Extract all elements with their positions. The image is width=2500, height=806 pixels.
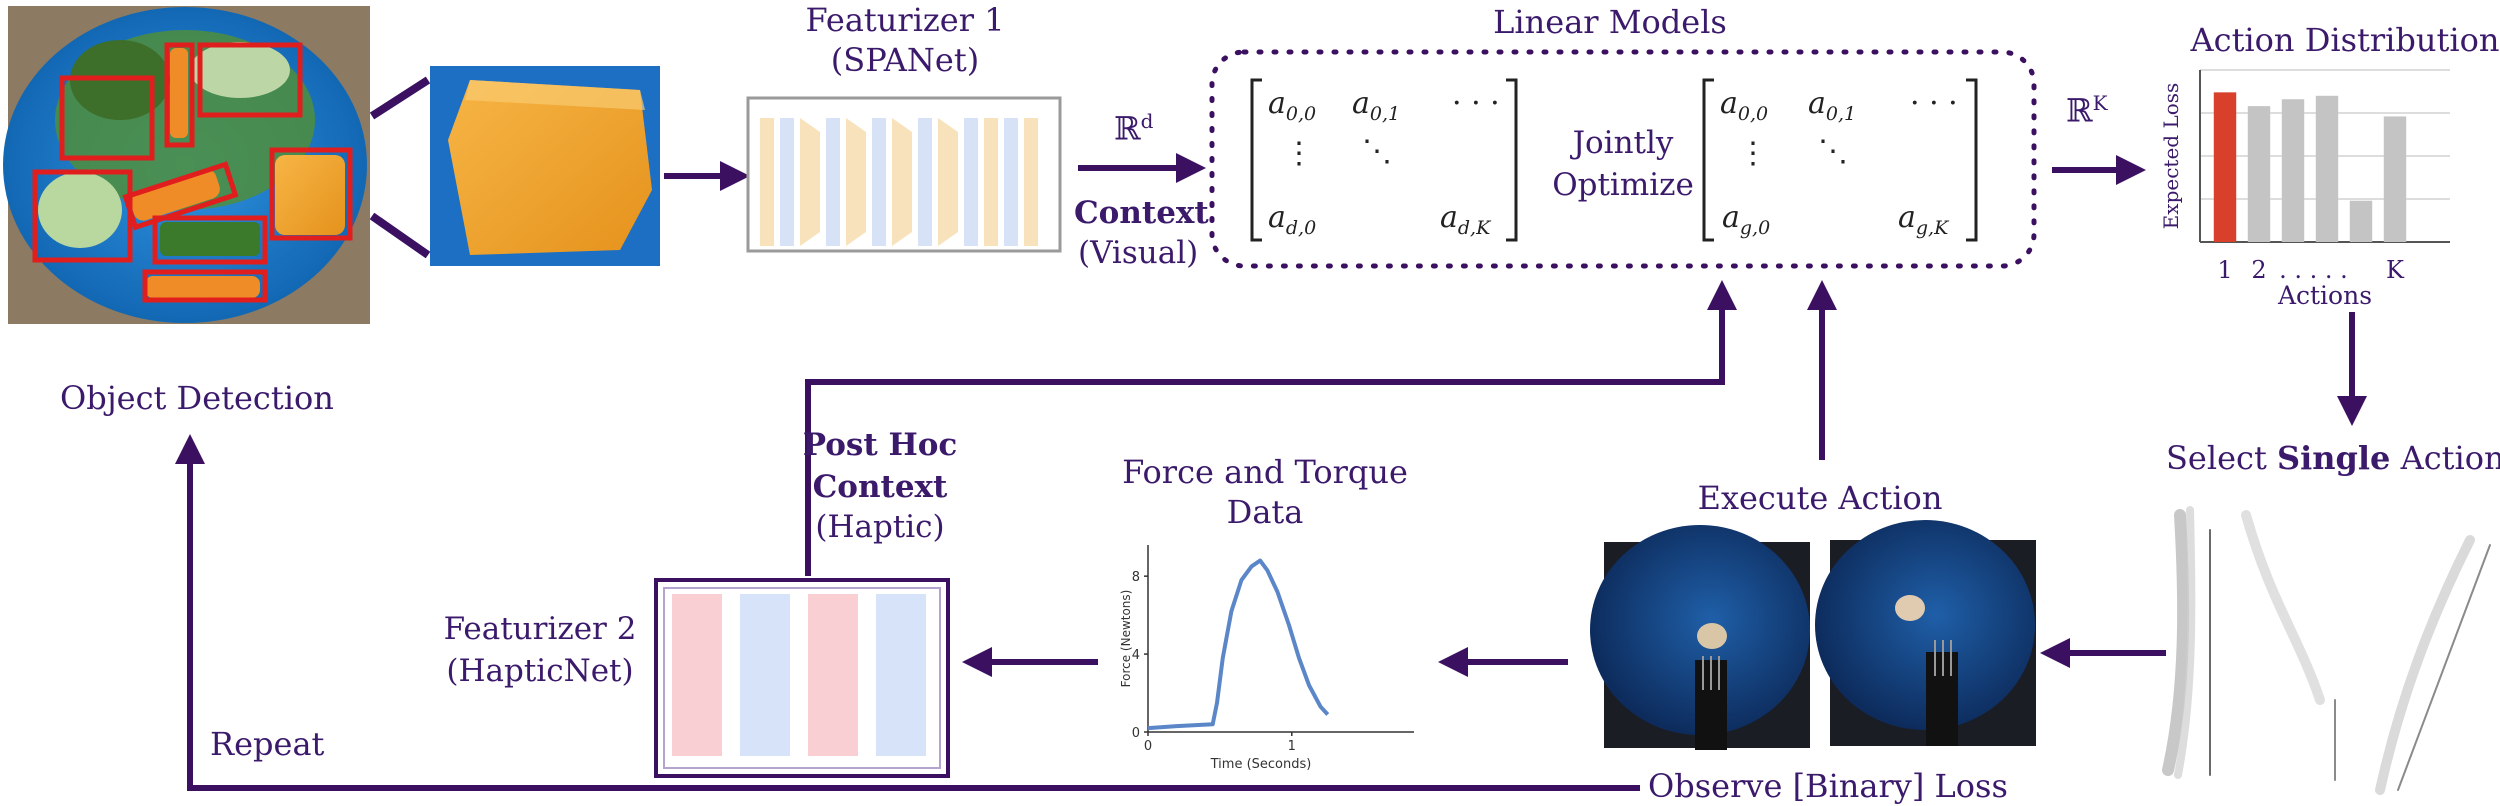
linear-models-box bbox=[1209, 49, 2037, 269]
optimize-label: Optimize bbox=[1552, 167, 1694, 203]
zoom-line-bottom bbox=[369, 212, 431, 259]
force-xlabel: Time (Seconds) bbox=[1210, 757, 1312, 772]
featurizer1-network bbox=[746, 96, 1062, 253]
m1-a01: a0,1 bbox=[1352, 86, 1401, 125]
m1-adk: ad,K bbox=[1440, 200, 1491, 239]
select-action-label: Select Single Action bbox=[2166, 439, 2500, 477]
action-distribution-title: Action Distribution bbox=[2190, 21, 2500, 59]
m2-ag0: ag,0 bbox=[1722, 200, 1771, 239]
featurizer1-title: Featurizer 1 bbox=[805, 1, 1005, 39]
featurizer2-title: Featurizer 2 bbox=[443, 611, 637, 647]
arrow-posthoc-to-models bbox=[805, 280, 1737, 576]
visual-label: (Visual) bbox=[1078, 235, 1199, 271]
force-ytick-label: 8 bbox=[1132, 570, 1140, 585]
force-ylabel: Force (Newtons) bbox=[1119, 590, 1133, 688]
linear-models-title: Linear Models bbox=[1493, 3, 1727, 41]
force-xtick-label: 1 bbox=[1288, 739, 1296, 754]
bar-tick-label: . . . . . bbox=[2279, 256, 2348, 284]
context-label: Context bbox=[1074, 195, 1209, 231]
featurizer1-subtitle: (SPANet) bbox=[830, 41, 980, 79]
bar-1 bbox=[2213, 92, 2237, 242]
matrix-brackets bbox=[1250, 78, 1978, 242]
bar-tick-label: K bbox=[2386, 256, 2405, 284]
force-ytick-label: 0 bbox=[1132, 726, 1140, 741]
m2-vdots: ⋮ bbox=[1738, 136, 1768, 171]
object-detection-label: Object Detection bbox=[60, 379, 334, 417]
bar-tick-label: 1 bbox=[2217, 256, 2232, 284]
force-torque-title-1: Force and Torque bbox=[1122, 453, 1408, 491]
food-plate-image bbox=[3, 6, 370, 324]
bar-3 bbox=[2281, 99, 2305, 243]
robot-execute-images bbox=[1590, 520, 2036, 750]
m1-hdots: · · · bbox=[1452, 86, 1500, 121]
jointly-label: Jointly bbox=[1572, 125, 1674, 161]
m2-hdots: · · · bbox=[1910, 86, 1958, 121]
bar-5 bbox=[2349, 200, 2373, 242]
bar-tick-label: 2 bbox=[2251, 256, 2266, 284]
haptic-label: (Haptic) bbox=[815, 509, 945, 545]
m2-a01: a0,1 bbox=[1808, 86, 1857, 125]
cropped-food-image bbox=[430, 66, 660, 266]
arrow-repeat-loop bbox=[175, 434, 1640, 791]
m1-ad0: ad,0 bbox=[1268, 200, 1317, 239]
m1-vdots: ⋮ bbox=[1284, 136, 1314, 171]
force-ytick-label: 4 bbox=[1132, 648, 1140, 663]
post-hoc-label: Post Hoc bbox=[802, 427, 958, 463]
repeat-label: Repeat bbox=[210, 725, 325, 763]
force-torque-title-2: Data bbox=[1226, 493, 1304, 531]
m2-ddots: ⋱ bbox=[1818, 134, 1848, 169]
featurizer2-subtitle: (HapticNet) bbox=[446, 653, 634, 689]
m1-ddots: ⋱ bbox=[1362, 134, 1392, 169]
bar-2 bbox=[2247, 106, 2271, 243]
zoom-line-top bbox=[369, 76, 431, 120]
force-line bbox=[1147, 558, 1330, 731]
rk-label: ℝK bbox=[2066, 91, 2108, 130]
post-hoc-context-label: Context bbox=[812, 469, 948, 505]
bar-4 bbox=[2315, 95, 2339, 242]
execute-action-label: Execute Action bbox=[1697, 479, 1943, 517]
rd-label: ℝd bbox=[1114, 109, 1154, 148]
bar-xlabel: Actions bbox=[2277, 281, 2372, 310]
m2-agk: ag,K bbox=[1898, 200, 1949, 239]
bar-ylabel: Expected Loss bbox=[2159, 83, 2183, 230]
m2-a00: a0,0 bbox=[1720, 86, 1769, 125]
force-xtick-label: 0 bbox=[1144, 739, 1152, 754]
fork-action-illustrations bbox=[2162, 506, 2491, 795]
featurizer2-network bbox=[654, 578, 950, 778]
m1-a00: a0,0 bbox=[1268, 86, 1317, 125]
bar-6 bbox=[2383, 116, 2407, 242]
observe-loss-label: Observe [Binary] Loss bbox=[1648, 767, 2008, 805]
